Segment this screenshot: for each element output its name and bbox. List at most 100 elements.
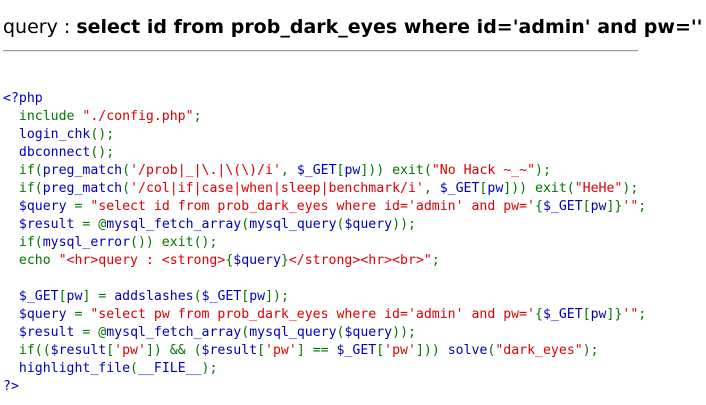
code-token: $query bbox=[18, 307, 75, 322]
code-line: echo "<hr>query : <strong>{$query}</stro… bbox=[3, 252, 646, 270]
code-token: pw bbox=[590, 199, 607, 214]
code-token: = bbox=[74, 307, 91, 322]
code-token: mysql_query bbox=[249, 217, 337, 232]
code-line: if(preg_match('/col|if|case|when|sleep|b… bbox=[3, 180, 646, 198]
code-token: ( bbox=[122, 163, 131, 178]
code-token: [ bbox=[582, 307, 591, 322]
code-token: { bbox=[534, 307, 543, 322]
code-token bbox=[3, 325, 19, 340]
code-line: ?> bbox=[3, 378, 646, 396]
code-token: ?> bbox=[3, 379, 19, 394]
code-token: <?php bbox=[3, 91, 43, 106]
code-token: ; bbox=[638, 199, 647, 214]
code-token: "HeHe" bbox=[574, 181, 623, 196]
code-token: $result bbox=[18, 325, 83, 340]
code-token: $result bbox=[50, 343, 107, 358]
code-line: highlight_file(__FILE__); bbox=[3, 360, 646, 378]
code-token: [ bbox=[479, 181, 488, 196]
code-token bbox=[3, 127, 19, 142]
code-token: mysql_error bbox=[42, 235, 131, 250]
code-token: , bbox=[280, 163, 297, 178]
code-token: { bbox=[534, 199, 543, 214]
code-token: $_GET bbox=[542, 199, 583, 214]
code-token bbox=[3, 307, 19, 322]
code-token: $_GET bbox=[336, 343, 377, 358]
code-line: $result = @mysql_fetch_array(mysql_query… bbox=[3, 216, 646, 234]
code-token: "select id from prob_dark_eyes where id=… bbox=[90, 199, 535, 214]
code-line: <?php bbox=[3, 90, 646, 108]
code-token bbox=[3, 199, 19, 214]
code-token: mysql_fetch_array bbox=[106, 217, 242, 232]
code-token: "<hr>query : <strong> bbox=[58, 253, 226, 268]
code-token: (); bbox=[90, 145, 115, 160]
code-token: pw bbox=[487, 181, 504, 196]
code-token: $_GET bbox=[201, 289, 242, 304]
code-token: 'pw' bbox=[114, 343, 146, 358]
code-token: ( bbox=[122, 181, 131, 196]
code-token: "No Hack ~_~" bbox=[431, 163, 536, 178]
code-token: mysql_query bbox=[249, 325, 337, 340]
code-token: include bbox=[3, 109, 83, 124]
code-line: dbconnect(); bbox=[3, 144, 646, 162]
code-token: } bbox=[280, 253, 289, 268]
code-token bbox=[3, 271, 11, 286]
code-line: if(preg_match('/prob|_|\.|\(\)/i', $_GET… bbox=[3, 162, 646, 180]
code-line: include "./config.php"; bbox=[3, 108, 646, 126]
code-token: pw bbox=[344, 163, 361, 178]
top-divider bbox=[3, 50, 638, 52]
code-token: ; bbox=[638, 307, 647, 322]
code-line bbox=[3, 270, 646, 288]
code-token: [ bbox=[58, 289, 67, 304]
code-token: '" bbox=[622, 199, 639, 214]
code-token: "dark_eyes" bbox=[495, 343, 583, 358]
code-token: ]) && ( bbox=[145, 343, 202, 358]
code-token: = bbox=[74, 199, 91, 214]
code-token: $_GET bbox=[296, 163, 337, 178]
code-token: (); bbox=[90, 127, 115, 142]
code-token: = @ bbox=[82, 325, 107, 340]
code-token: pw bbox=[590, 307, 607, 322]
code-token: = @ bbox=[82, 217, 107, 232]
code-token: ); bbox=[622, 181, 639, 196]
code-token: "select pw from prob_dark_eyes where id=… bbox=[90, 307, 535, 322]
code-token: ()) exit(); bbox=[130, 235, 218, 250]
code-token: ])) exit( bbox=[503, 181, 575, 196]
code-token: '" bbox=[622, 307, 639, 322]
code-token: $query bbox=[344, 325, 393, 340]
code-token: '/col|if|case|when|sleep|benchmark/i' bbox=[130, 181, 424, 196]
code-line: $result = @mysql_fetch_array(mysql_query… bbox=[3, 324, 646, 342]
code-token: ]} bbox=[606, 199, 623, 214]
code-token: if( bbox=[3, 235, 43, 250]
code-token: ); bbox=[535, 163, 551, 178]
code-token: preg_match bbox=[42, 163, 123, 178]
code-token: $query bbox=[18, 199, 75, 214]
code-token: , bbox=[423, 181, 440, 196]
code-line: $_GET[pw] = addslashes($_GET[pw]); bbox=[3, 288, 646, 306]
code-token: '/prob|_|\.|\(\)/i' bbox=[130, 163, 281, 178]
code-token: $query bbox=[344, 217, 393, 232]
code-line: if(mysql_error()) exit(); bbox=[3, 234, 646, 252]
code-line: login_chk(); bbox=[3, 126, 646, 144]
code-token: mysql_fetch_array bbox=[106, 325, 242, 340]
code-token: )); bbox=[392, 325, 416, 340]
code-token: </strong><hr><br>" bbox=[288, 253, 432, 268]
code-token: "./config.php" bbox=[82, 109, 194, 124]
code-token bbox=[3, 217, 19, 232]
code-token: ; bbox=[193, 109, 202, 124]
code-token: 'pw' bbox=[265, 343, 297, 358]
code-line: if(($result['pw']) && ($result['pw'] == … bbox=[3, 342, 646, 360]
query-label: query : bbox=[3, 16, 77, 38]
code-token: solve bbox=[447, 343, 488, 358]
code-token: echo bbox=[3, 253, 59, 268]
code-token: ( bbox=[241, 325, 250, 340]
code-token: $result bbox=[201, 343, 258, 358]
code-token: ; bbox=[431, 253, 440, 268]
code-token: ] = bbox=[82, 289, 115, 304]
code-token: preg_match bbox=[42, 181, 123, 196]
code-token: )); bbox=[392, 217, 416, 232]
code-token: ( bbox=[193, 289, 202, 304]
code-token bbox=[3, 289, 19, 304]
code-token: [ bbox=[582, 199, 591, 214]
query-line: query : select id from prob_dark_eyes wh… bbox=[3, 16, 703, 38]
code-token: ]); bbox=[265, 289, 289, 304]
